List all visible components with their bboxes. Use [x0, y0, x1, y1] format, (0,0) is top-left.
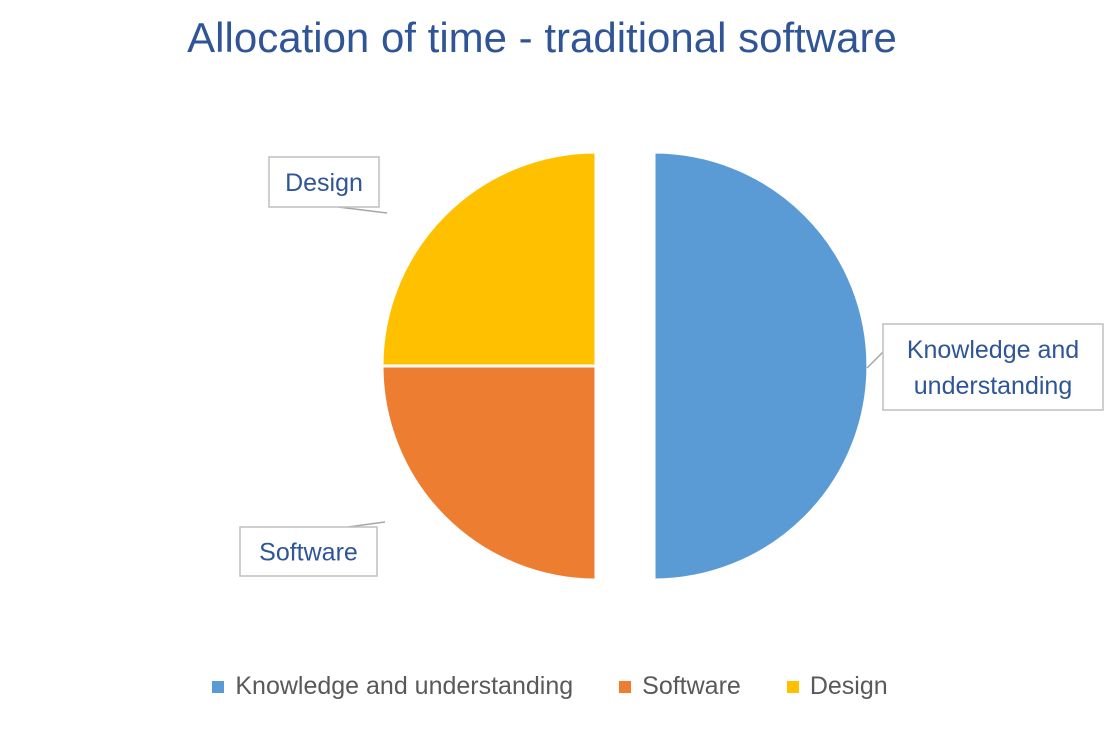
- legend-item-software: Software: [619, 672, 741, 701]
- legend-swatch-design: [786, 680, 799, 693]
- data-label-design: Design: [285, 169, 363, 197]
- chart-legend: Knowledge and understanding Software Des…: [0, 672, 1100, 701]
- pie-slice-design: [380, 150, 598, 368]
- legend-swatch-software: [619, 680, 632, 693]
- chart-title: Allocation of time - traditional softwar…: [187, 14, 897, 61]
- data-label-software: Software: [259, 539, 358, 567]
- data-label-box-knowledge: [882, 323, 1104, 411]
- leader-line-software: [347, 521, 386, 528]
- pie-slice-knowledge: [652, 150, 870, 582]
- legend-label-design: Design: [809, 672, 888, 700]
- legend-item-knowledge: Knowledge and understanding: [212, 672, 573, 701]
- legend-label-knowledge: Knowledge and understanding: [235, 672, 574, 700]
- legend-label-software: Software: [642, 672, 741, 700]
- data-label-box-design: [268, 156, 380, 208]
- leader-line-design: [337, 206, 388, 214]
- legend-swatch-knowledge: [212, 680, 225, 693]
- leader-line-knowledge: [866, 351, 884, 369]
- data-label-box-software: [239, 526, 378, 577]
- pie-slice-software: [380, 364, 598, 582]
- legend-item-design: Design: [786, 672, 888, 701]
